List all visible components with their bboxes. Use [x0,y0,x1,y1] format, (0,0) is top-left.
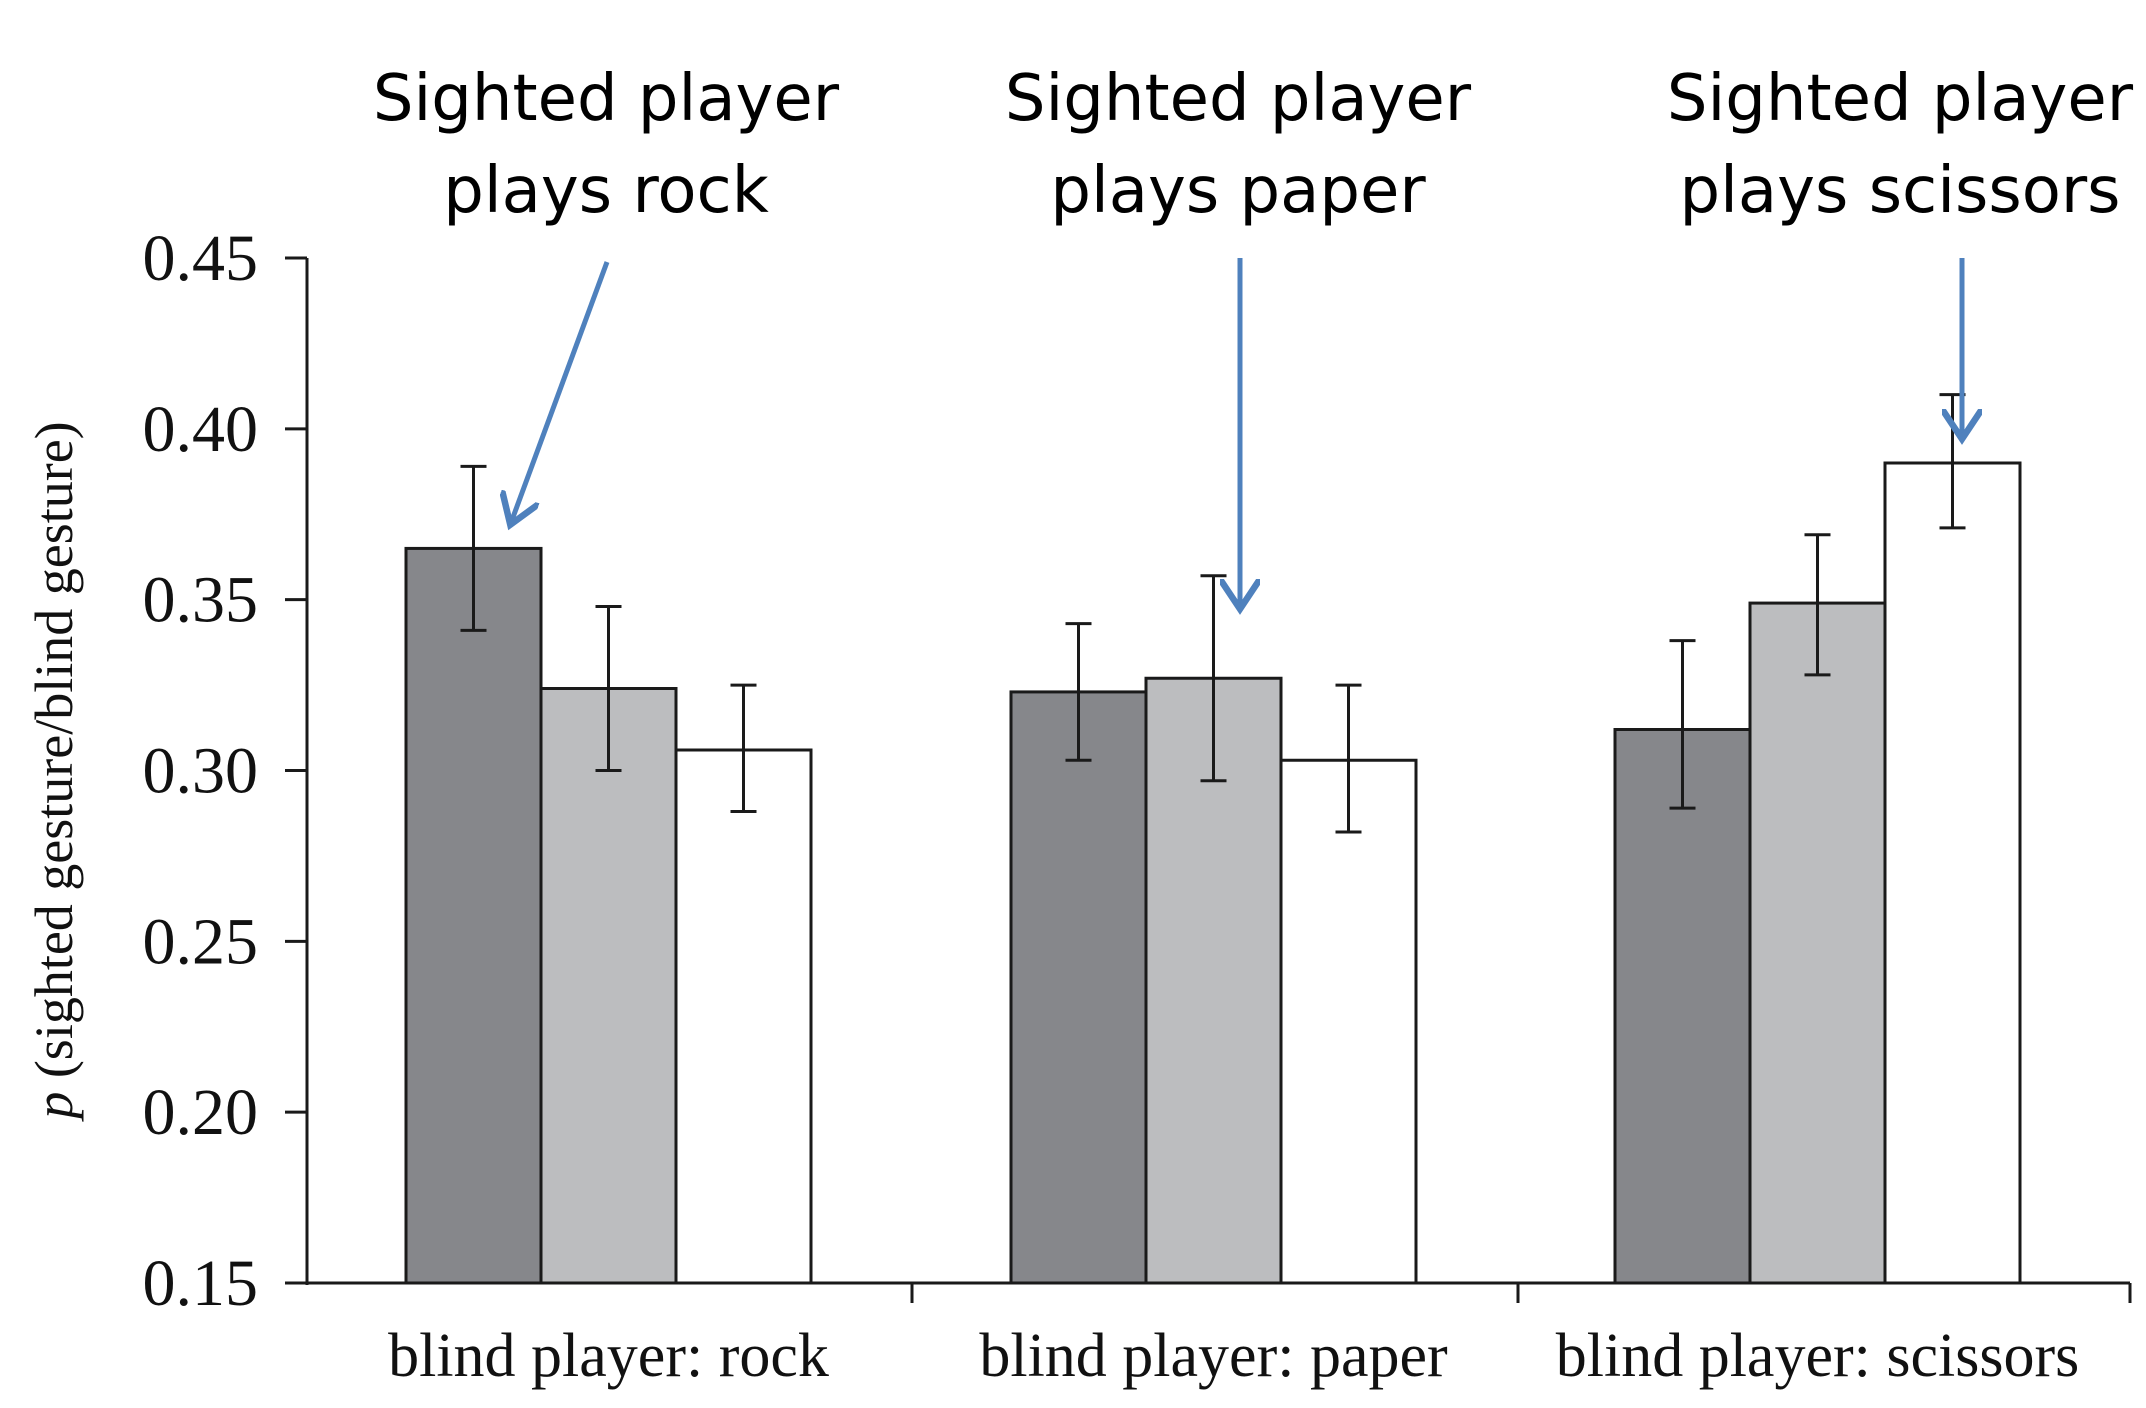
y-tick-label-2: 0.25 [143,905,259,978]
category-label-2: blind player: scissors [1556,1322,2080,1390]
annotation-0-line-1: plays rock [443,154,769,228]
y-axis-label-text: (sighted gesture/blind gesture) [24,421,84,1078]
bars-layer [404,461,2022,1285]
y-tick-label-4: 0.35 [143,564,259,637]
category-label-0: blind player: rock [388,1322,829,1390]
y-axis-label-italic: p [24,1078,84,1123]
annotation-1-line-1: plays paper [1050,154,1426,228]
annotations-layer: Sighted player plays rock Sighted player pl… [373,62,2134,604]
bar-2-0 [1613,728,1752,1285]
category-label-1: blind player: paper [979,1322,1448,1390]
bar-0-0 [404,546,543,1285]
bar-0-1 [539,687,678,1285]
y-axis-label: p (sighted gesture/blind gesture) [24,421,84,1122]
y-tick-label-5: 0.40 [143,393,259,466]
bar-1-0 [1009,690,1148,1285]
y-tick-label-3: 0.30 [143,735,259,808]
y-tick-label-0: 0.15 [143,1247,259,1320]
annotation-0-line-0: Sighted player [373,62,840,136]
bar-2-1 [1748,601,1887,1285]
y-tick-label-1: 0.20 [143,1076,259,1149]
axes-layer: 0.15 0.20 0.25 0.30 0.35 0.40 0.45 blind player… [24,222,2132,1390]
annotation-2-line-0: Sighted player [1667,62,2134,136]
error-bars-layer [460,393,1966,834]
bar-1-2 [1279,758,1418,1285]
y-tick-label-6: 0.45 [143,222,259,295]
bar-2-2 [1883,461,2022,1285]
bar-0-2 [674,748,813,1285]
annotation-arrow-0 [512,261,610,520]
annotation-1-line-0: Sighted player [1005,62,1472,136]
annotation-2-line-1: plays scissors [1680,154,2121,228]
